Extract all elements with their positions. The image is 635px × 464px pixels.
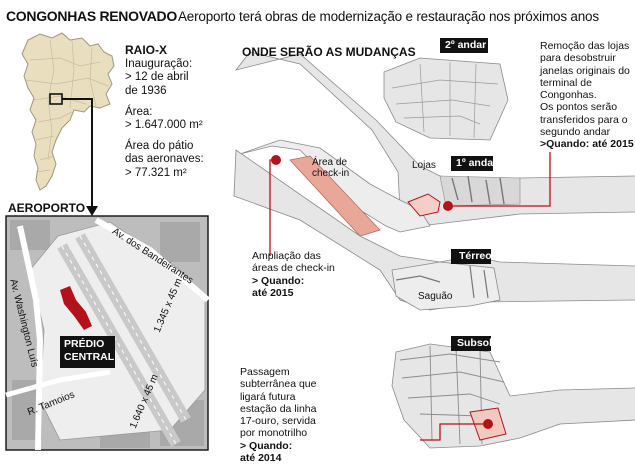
note-passagem-when: > Quando:	[240, 439, 293, 452]
note-line: subterrânea que	[240, 378, 317, 391]
patio-label: Área do pátio	[125, 140, 194, 153]
sao-paulo-city-map	[21, 32, 115, 191]
note-line: janelas originais do	[540, 64, 630, 77]
note-passagem: Passagem subterrânea que ligará futura e…	[240, 366, 340, 464]
predio-label-2: CENTRAL	[64, 351, 115, 363]
floor-subsolo-tag: Subsolo	[457, 337, 499, 349]
note-lojas: Remoção das lojas para desobstruir janel…	[540, 40, 635, 151]
page-title: CONGONHAS RENOVADO	[6, 8, 177, 24]
note-checkin-when: > Quando:	[252, 274, 305, 287]
floor-2-tag: 2º andar	[445, 39, 487, 51]
note-line: segundo andar	[540, 126, 611, 139]
note-line: Ampliação das	[252, 250, 321, 262]
note-lojas-when: >Quando: até 2015	[540, 138, 634, 151]
lojas-label: Lojas	[412, 160, 436, 171]
marker-lojas	[443, 201, 453, 211]
airport-map	[5, 215, 210, 451]
note-line: Congonhas.	[540, 89, 597, 102]
arrow-down-icon	[86, 206, 98, 216]
checkin-area-label: Área de check-in	[312, 157, 349, 179]
area-label: Área:	[125, 105, 153, 118]
note-line: Passagem	[240, 366, 290, 378]
raio-x-inauguracao: Inauguração: > 12 de abril de 1936	[125, 58, 235, 98]
floor-1-model	[234, 51, 635, 237]
note-checkin: Ampliação das áreas de check-in > Quando…	[252, 250, 348, 299]
page-subtitle: Aeroporto terá obras de modernização e r…	[178, 9, 599, 24]
floor-1-tag: 1º andar	[456, 157, 498, 169]
floor-terreo-model	[233, 149, 635, 311]
patio-value: > 77.321 m²	[125, 166, 187, 179]
note-line: transferidos para o	[540, 113, 628, 126]
checkin-area-label-1: Área de	[312, 157, 348, 168]
note-line: para desobstruir	[540, 52, 616, 65]
note-line: estação da linha	[240, 402, 317, 415]
note-checkin-when-2: até 2015	[252, 286, 294, 299]
raio-x-area: Área: > 1.647.000 m²	[125, 106, 235, 132]
inauguracao-value: > 12 de abril	[125, 71, 189, 84]
aeroporto-heading: AEROPORTO	[8, 201, 86, 215]
floor-2-model	[383, 38, 509, 141]
raio-x-panel: RAIO-X Inauguração: > 12 de abril de 193…	[125, 43, 235, 188]
note-passagem-when-2: até 2014	[240, 452, 282, 464]
saguao-label: Saguão	[418, 291, 453, 302]
raio-x-heading: RAIO-X	[125, 43, 167, 57]
predio-label-1: PRÉDIO	[64, 338, 105, 350]
note-line: Os pontos serão	[540, 101, 618, 114]
raio-x-patio: Área do pátio das aeronaves: > 77.321 m²	[125, 140, 235, 180]
note-line: Remoção das lojas	[540, 40, 630, 52]
note-line: terminal de	[540, 76, 592, 89]
note-line: 17-ouro, servida	[240, 415, 316, 428]
inauguracao-value-2: de 1936	[125, 84, 167, 97]
floor-subsolo-model	[391, 336, 635, 449]
patio-label-2: das aeronaves:	[125, 153, 204, 166]
mudancas-heading: ONDE SERÃO AS MUDANÇAS	[242, 45, 416, 59]
floor-terreo-tag: Térreo	[459, 250, 492, 262]
area-value: > 1.647.000 m²	[125, 119, 203, 132]
predio-central-label: PRÉDIO CENTRAL	[64, 338, 114, 364]
note-line: áreas de check-in	[252, 262, 335, 275]
inauguracao-label: Inauguração:	[125, 58, 193, 71]
note-line: ligará futura	[240, 390, 296, 403]
checkin-area-label-2: check-in	[312, 168, 350, 179]
note-line: por monotrilho	[240, 427, 308, 440]
marker-passagem	[483, 419, 493, 429]
marker-checkin	[271, 155, 281, 165]
